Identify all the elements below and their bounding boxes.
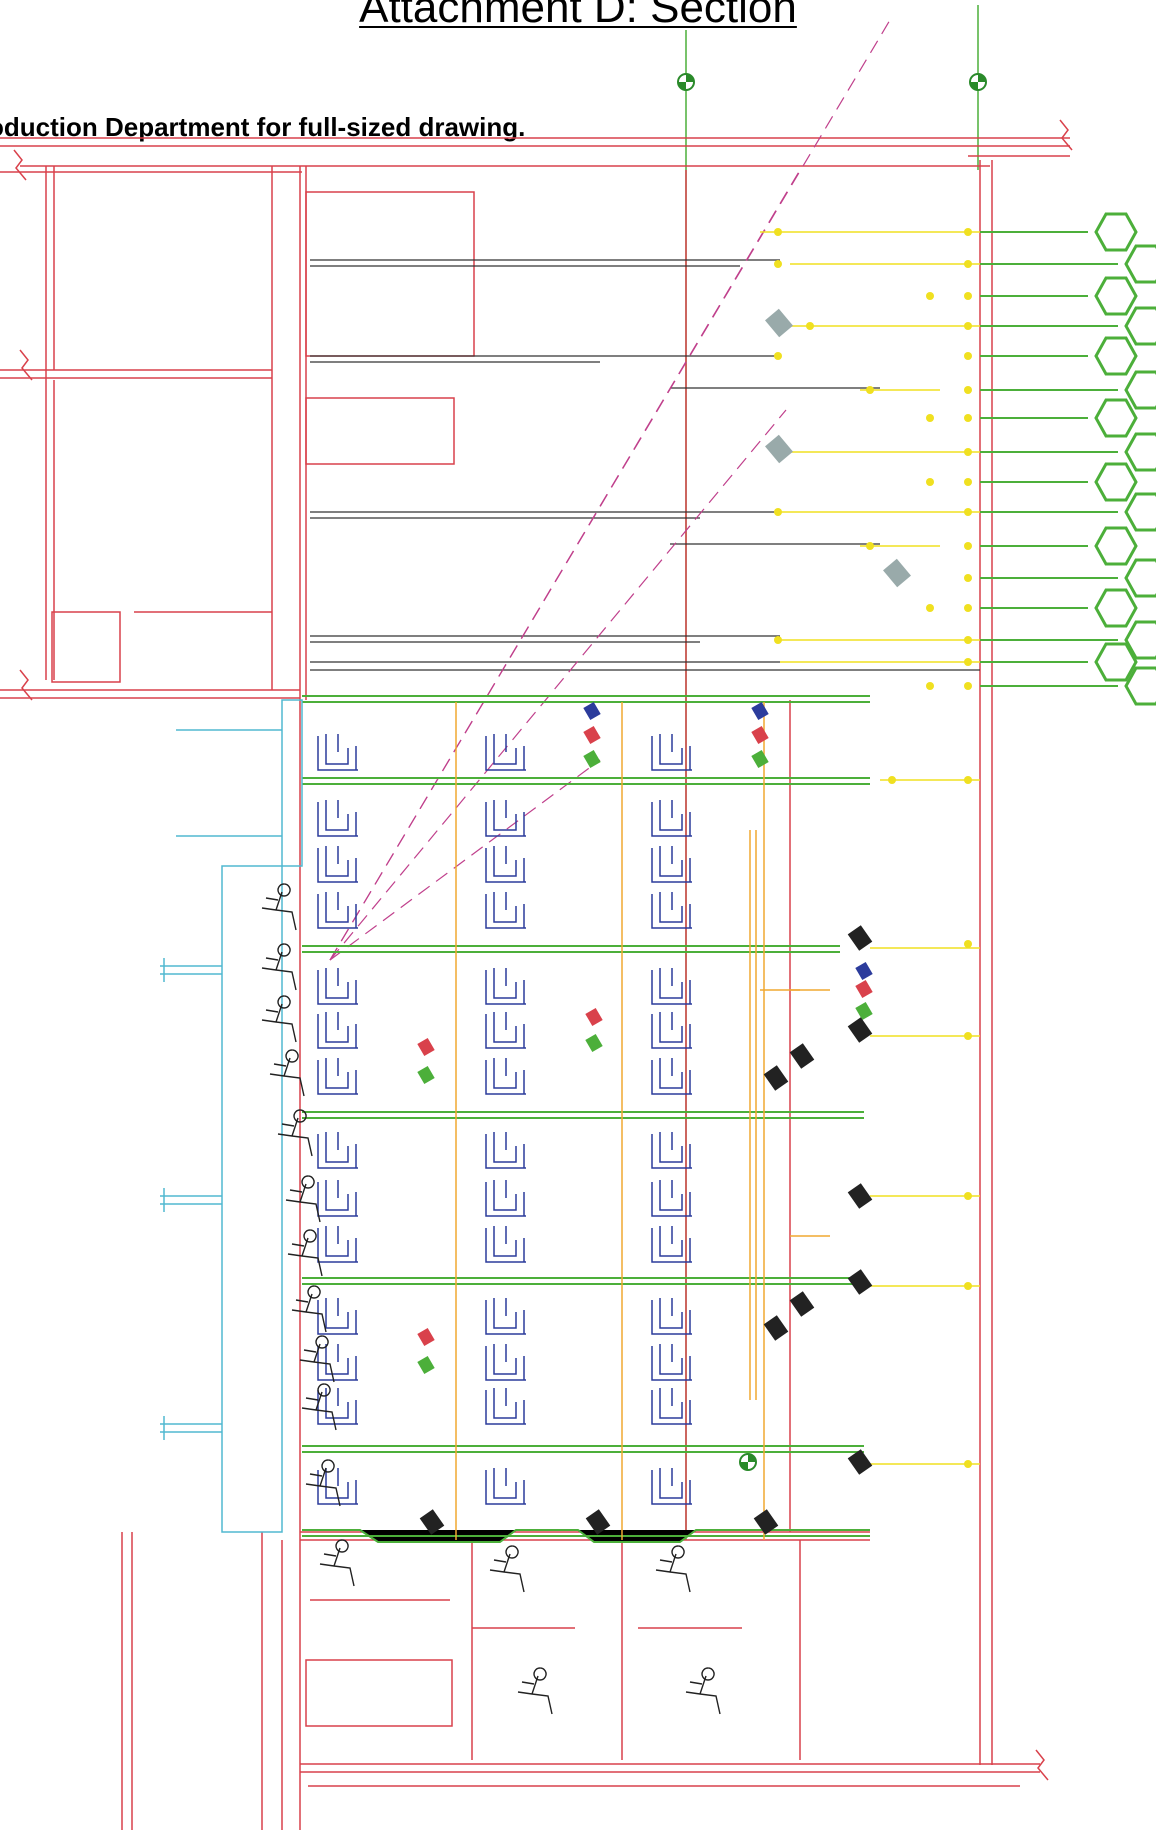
theater-seat-icon [317,734,358,771]
target-icon [677,73,695,91]
theater-seat-icon [651,1388,692,1425]
drawing-note: oduction Department for full-sized drawi… [0,112,526,142]
theater-seat-icon [485,734,526,771]
theater-seat-icon [651,846,692,883]
theater-seat-icon [317,1344,358,1381]
theater-seat-icon [317,1058,358,1095]
theater-seat-icon [317,1180,358,1217]
theater-seat-icon [485,1132,526,1169]
theater-seat-icon [651,1058,692,1095]
seated-person-icon [305,1459,341,1507]
theater-seat-icon [485,1180,526,1217]
seated-person-icon [269,1049,305,1097]
seated-person-icon [685,1667,721,1715]
theater-seat-icon [317,1226,358,1263]
building-structure [0,119,1073,1830]
seated-person-icon [301,1383,337,1431]
target-icon [969,73,987,91]
theater-seat-icon [317,892,358,929]
theater-seat-icon [651,734,692,771]
audience-figures [261,883,721,1715]
theater-seat-icon [651,1180,692,1217]
seated-person-icon [261,943,297,991]
seated-person-icon [261,883,297,931]
box-booms [160,699,303,1533]
theater-seat-icon [317,800,358,837]
theater-seat-icon [651,800,692,837]
theater-seat-icon [485,846,526,883]
theater-seat-icon [485,1344,526,1381]
theater-seat-icon [651,968,692,1005]
theater-seat-icon [651,1132,692,1169]
seated-person-icon [299,1335,335,1383]
theater-seat-icon [485,892,526,929]
theater-seat-icon [651,892,692,929]
theater-seat-icon [651,1468,692,1505]
theater-seat-icon [485,1012,526,1049]
theater-seat-icon [485,1226,526,1263]
hexagon-icon [1094,212,1156,706]
theater-seat-icon [485,968,526,1005]
seated-person-icon [489,1545,525,1593]
theater-seat-icon [651,1012,692,1049]
sightlines [329,19,891,961]
seated-person-icon [517,1667,553,1715]
seated-person-icon [285,1175,321,1223]
seated-person-icon [291,1285,327,1333]
theater-seat-icon [317,1388,358,1425]
theater-seat-icon [317,846,358,883]
spotlight-icon [774,228,972,1468]
theater-seat-icon [317,1132,358,1169]
theater-seat-icon [317,1298,358,1335]
lighting-pipes [760,231,980,1465]
seating-blocks [317,734,692,1505]
theater-seat-icon [485,1298,526,1335]
theater-seat-icon [485,1058,526,1095]
target-icon [739,1453,757,1471]
theater-seat-icon [317,1468,358,1505]
seated-person-icon [277,1109,313,1157]
catwalk-levels [302,695,870,1543]
page-title: Attachment D: Section [359,0,797,32]
theater-seat-icon [651,1298,692,1335]
seated-person-icon [655,1545,691,1593]
grid-lines [685,5,979,1540]
fixture-icon [417,701,873,1375]
seated-person-icon [319,1539,355,1587]
theater-seat-icon [317,1012,358,1049]
theater-seat-icon [485,1468,526,1505]
rails [455,702,830,1540]
theater-seat-icon [317,968,358,1005]
theater-seat-icon [485,800,526,837]
theater-seat-icon [651,1344,692,1381]
theater-seat-icon [485,1388,526,1425]
spotlight-icon [765,308,911,588]
hexagon-leaders [980,231,1118,687]
spotlight-icon [419,925,873,1535]
seated-person-icon [261,995,297,1043]
theater-seat-icon [651,1226,692,1263]
seated-person-icon [287,1229,323,1277]
